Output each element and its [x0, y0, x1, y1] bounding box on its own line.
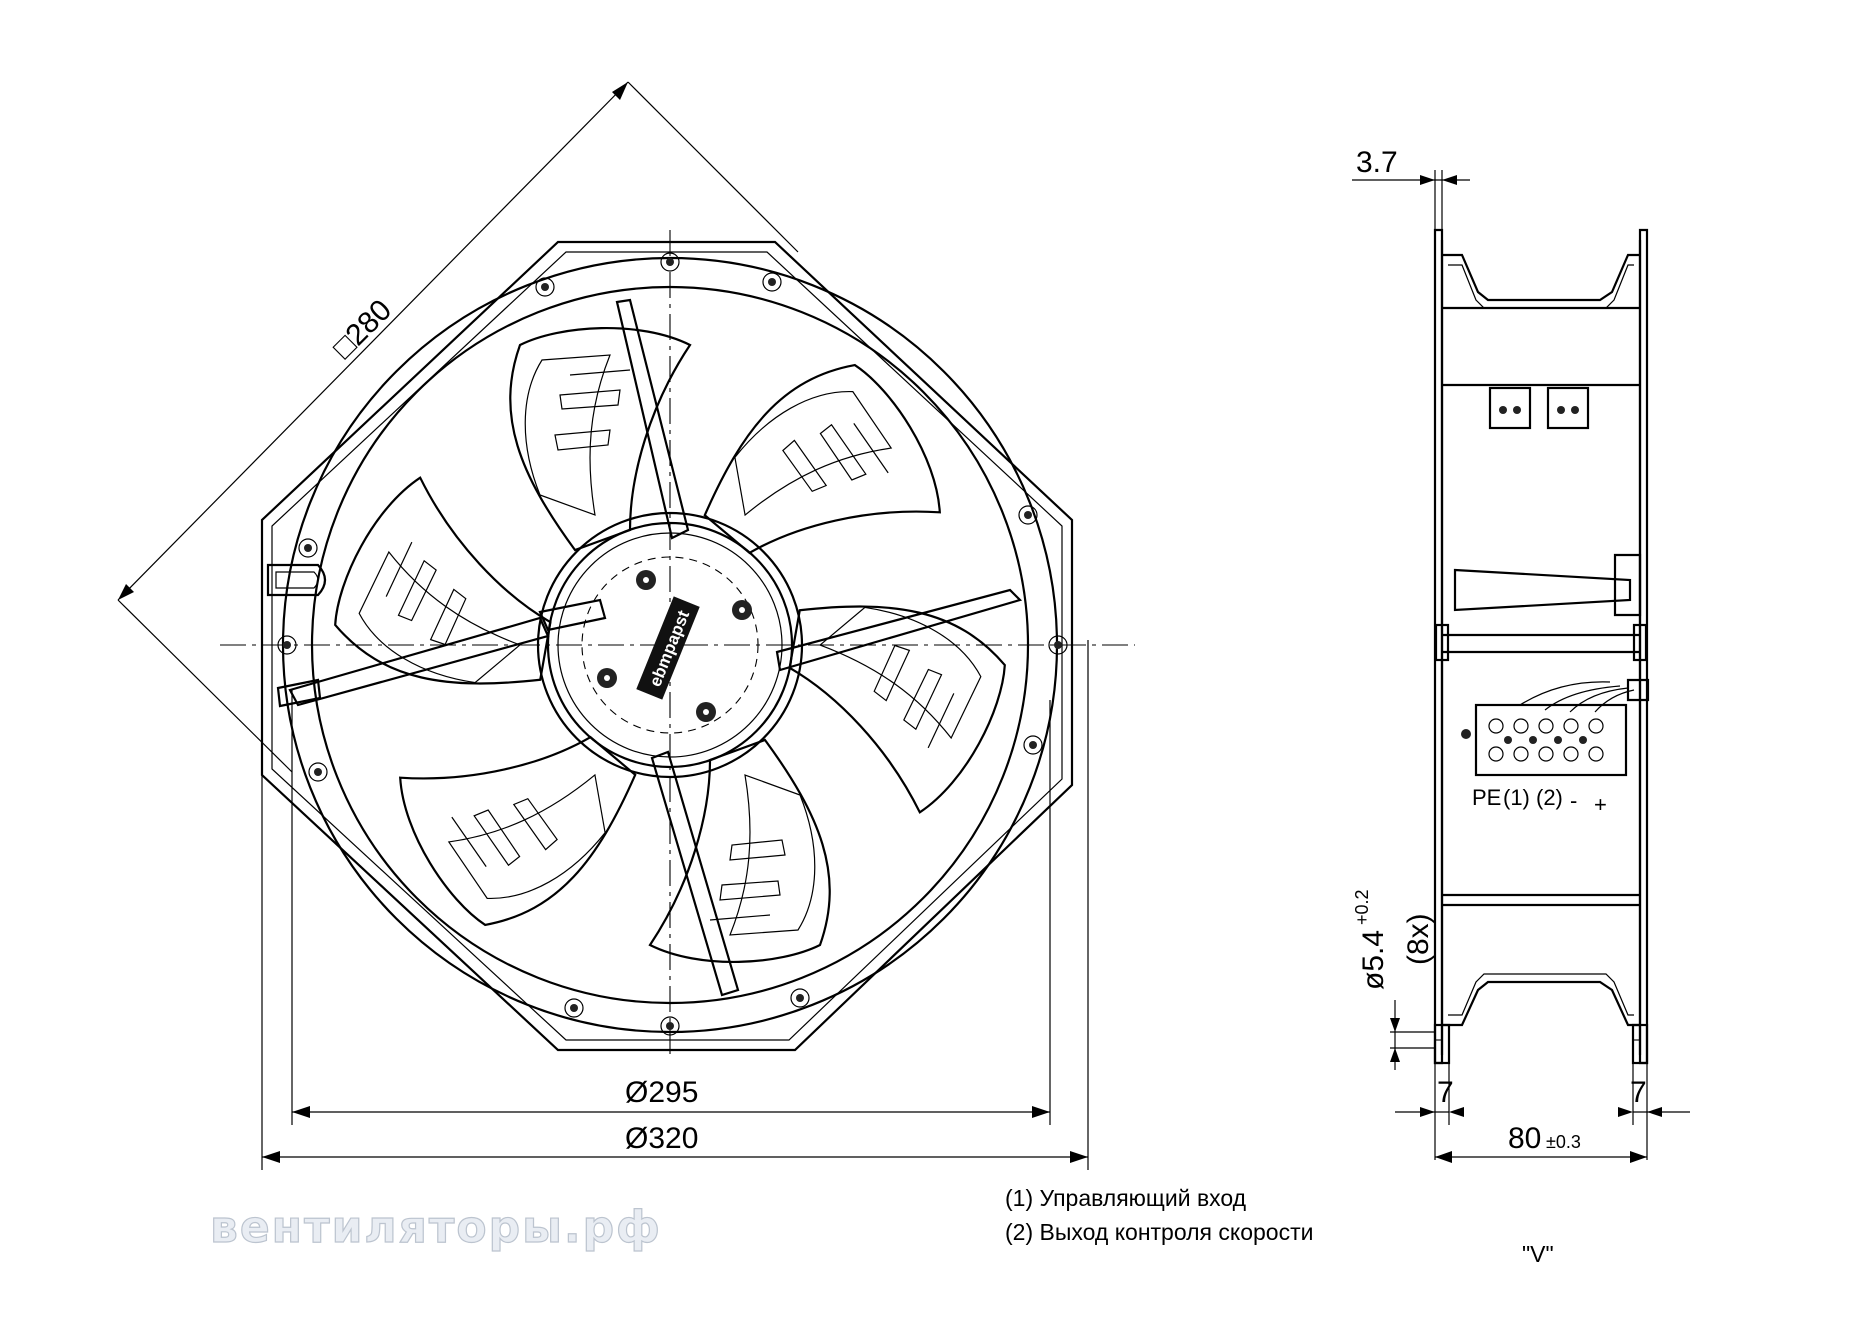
cable-slot [266, 563, 327, 597]
wires [1519, 681, 1635, 713]
hub-outer [536, 511, 804, 779]
housing-inner-outline [271, 251, 1063, 1041]
legend-item-2: (2) Выход контроля скорости [1005, 1219, 1313, 1245]
diameter-320-label: Ø320 [625, 1122, 698, 1155]
cable-tie [276, 678, 322, 708]
terminal-2-label: (2) [1536, 785, 1563, 810]
depth-tolerance: ±0.3 [1546, 1132, 1581, 1152]
side-tab-right [1546, 386, 1590, 430]
terminal-plus-label: + [1594, 792, 1607, 817]
square-dimension: □280 [327, 293, 399, 365]
terminal-screws [1461, 718, 1604, 762]
diameter-295-label: Ø295 [625, 1076, 698, 1109]
top-flange-profile [1442, 253, 1640, 302]
terminal-block [1474, 703, 1628, 777]
side-view: PE (1) (2) - + [1433, 228, 1650, 1065]
hub-inner-ring [557, 532, 783, 758]
front-dimensions: □280 Ø295 Ø320 [117, 81, 1089, 1170]
depth-dimension: 80 [1508, 1122, 1541, 1155]
bottom-flange-profile [1442, 980, 1640, 1027]
brand-label: ebmpapst [636, 596, 700, 700]
hub-ring [546, 521, 794, 769]
hole-count-label: (8x) [1402, 913, 1435, 965]
legend: (1) Управляющий вход (2) Выход контроля … [1005, 1185, 1313, 1245]
strut-profile [1453, 568, 1632, 612]
watermark: вентиляторы.рф [210, 1202, 662, 1253]
offset-dimension: 3.7 [1356, 146, 1398, 179]
legend-item-1: (1) Управляющий вход [1005, 1185, 1247, 1211]
mounting-holes [277, 252, 1068, 1036]
hub-bolt-holes [597, 570, 752, 722]
side-tab-left [1488, 386, 1532, 430]
impeller-blades [314, 327, 1026, 964]
terminal-minus-label: - [1570, 788, 1577, 813]
front-view: ebmpapst [220, 230, 1135, 1060]
venturi-ring [310, 285, 1030, 1005]
flange-left-dimension: 7 [1437, 1076, 1454, 1109]
hole-diameter-label: ø5.4 [1357, 930, 1390, 990]
view-label: "V" [1522, 1241, 1554, 1267]
side-dimensions: 3.7 ø5.4 +0.2 (8x) 7 7 80 ±0.3 [1352, 146, 1690, 1163]
hub-bolt-circle [581, 556, 759, 734]
hole-tolerance-label: +0.2 [1352, 889, 1372, 925]
flange-right-dimension: 7 [1630, 1076, 1647, 1109]
terminal-1-label: (1) [1503, 785, 1530, 810]
support-struts [288, 298, 1023, 997]
housing-outline [260, 240, 1074, 1052]
terminal-pe-label: PE [1472, 785, 1501, 810]
